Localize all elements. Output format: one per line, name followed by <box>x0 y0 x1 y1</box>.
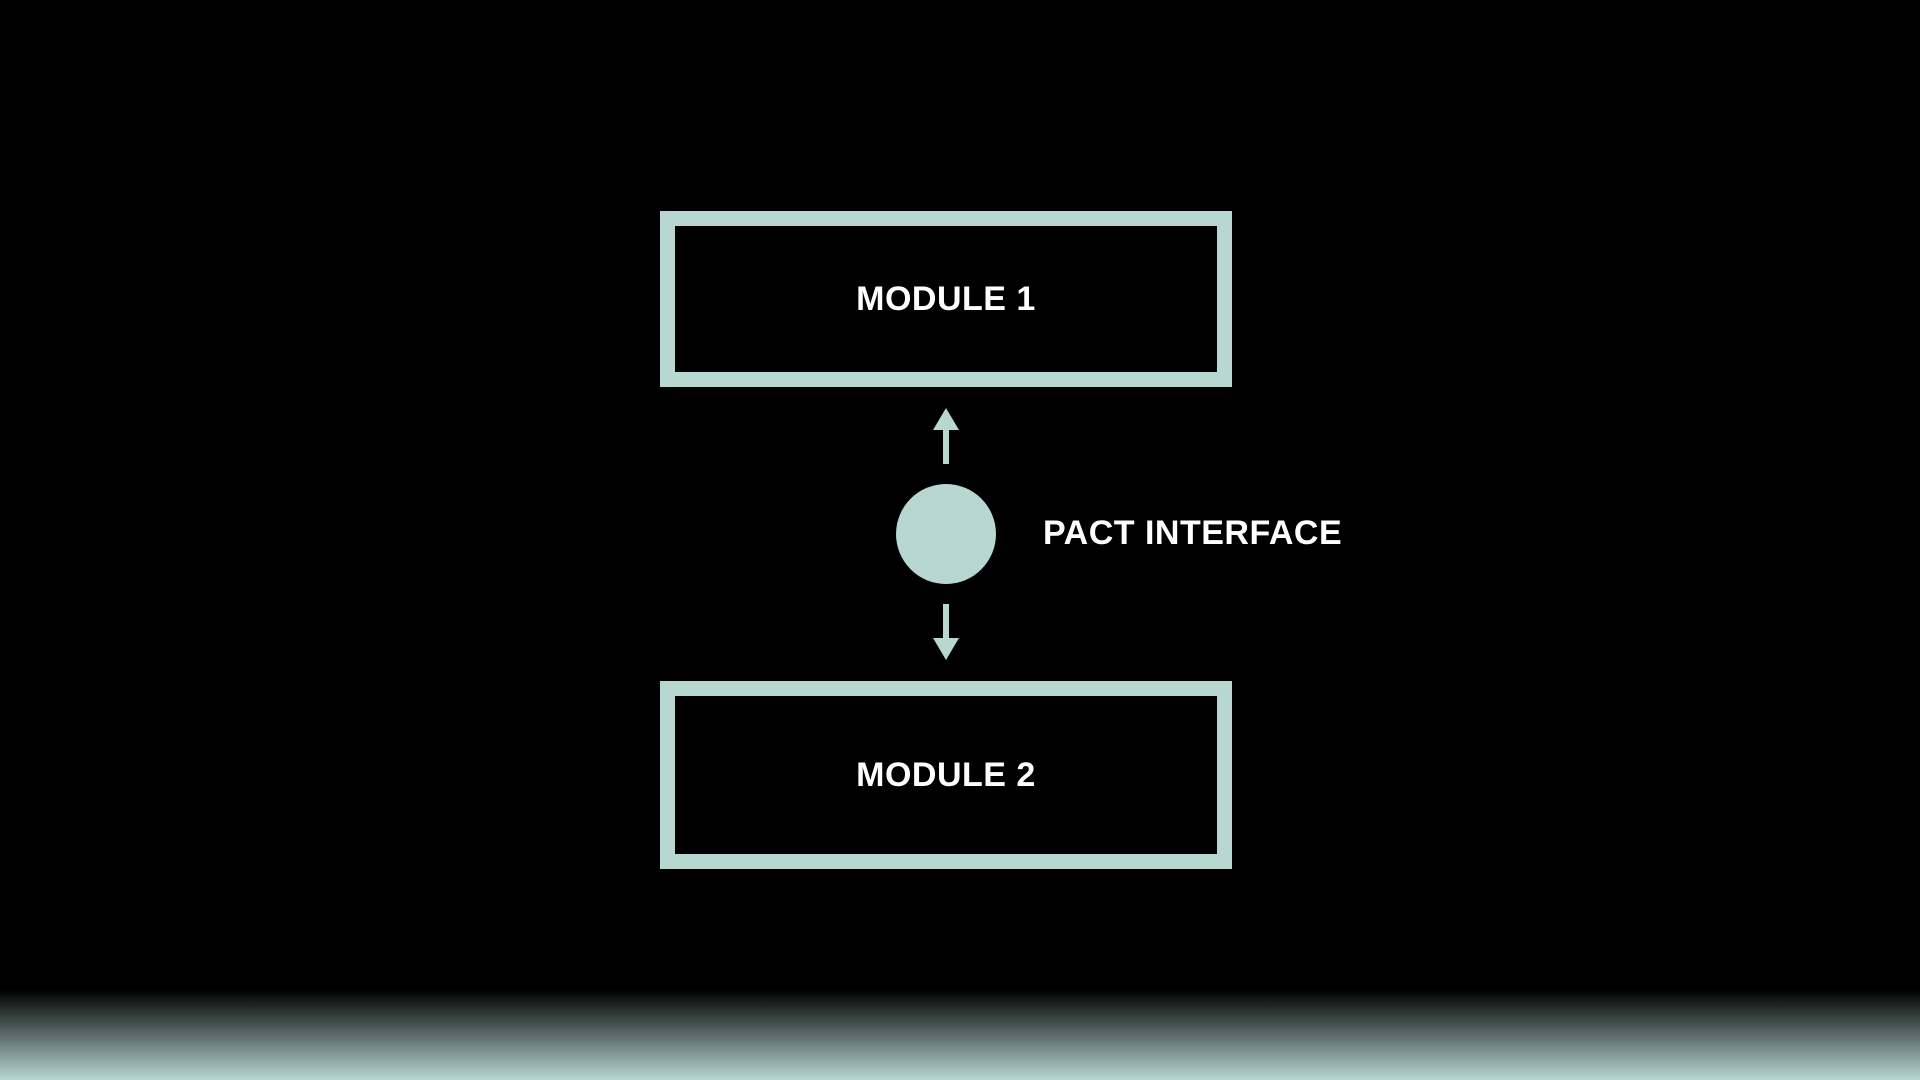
module-1-label: MODULE 1 <box>856 279 1036 318</box>
arrow-down-icon <box>933 604 959 660</box>
bottom-gradient-band <box>0 990 1920 1080</box>
module-2-box: MODULE 2 <box>660 681 1232 869</box>
interface-label: PACT INTERFACE <box>1043 514 1343 552</box>
module-1-box: MODULE 1 <box>660 211 1232 387</box>
arrow-up-icon <box>933 408 959 464</box>
interface-node <box>896 484 996 584</box>
module-2-label: MODULE 2 <box>856 755 1036 794</box>
